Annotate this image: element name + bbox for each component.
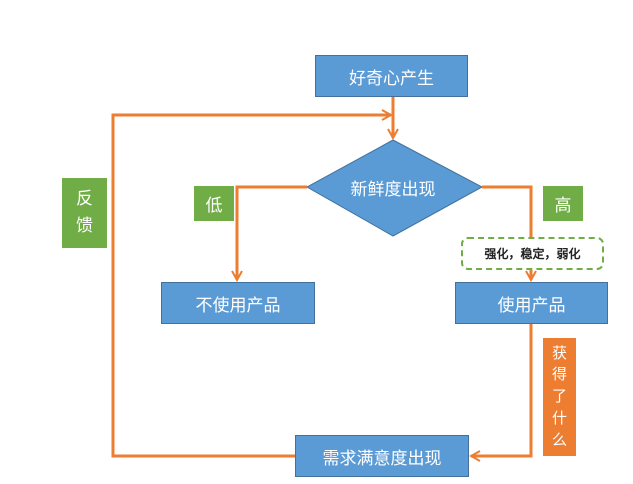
arrow-use-to-satisfaction xyxy=(471,324,533,456)
label-gain-char: 获 xyxy=(551,343,567,362)
node-curiosity: 好奇心产生 xyxy=(315,55,468,97)
label-gain-char: 么 xyxy=(551,430,567,449)
label-low: 低 xyxy=(194,186,234,221)
node-demand-satisfaction: 需求满意度出现 xyxy=(295,435,469,477)
label-what-gained: 获 得 了 什 么 xyxy=(543,338,576,456)
node-novelty-label: 新鲜度出现 xyxy=(350,179,436,200)
label-effect: 强化，稳定，弱化 xyxy=(461,237,604,270)
node-use-product: 使用产品 xyxy=(455,282,608,324)
decision-diamond xyxy=(305,139,484,237)
label-gain-char: 了 xyxy=(551,387,567,406)
arrow-low-branch xyxy=(237,185,307,280)
arrow-feedback-loop xyxy=(111,115,391,458)
label-feedback: 反 馈 xyxy=(62,178,107,248)
label-gain-char: 什 xyxy=(551,408,567,427)
label-feedback-char: 馈 xyxy=(76,216,93,236)
label-gain-char: 得 xyxy=(551,365,567,384)
label-high: 高 xyxy=(543,186,583,221)
node-not-use-product: 不使用产品 xyxy=(161,282,315,324)
label-feedback-char: 反 xyxy=(76,188,93,209)
